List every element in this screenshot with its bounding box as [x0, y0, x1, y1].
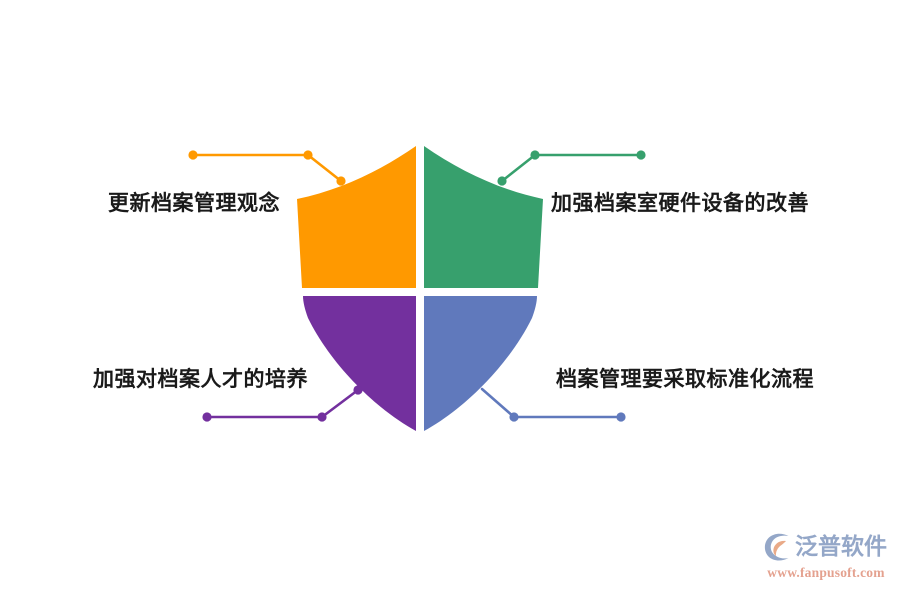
shield-quadrant-bottom-right[interactable]	[424, 296, 537, 431]
shield-quadrant-top-right[interactable]	[424, 146, 543, 288]
connector-dot-top-left-outer	[188, 150, 198, 160]
connector-dot-top-left-elbow	[303, 150, 313, 160]
label-bottom-right: 档案管理要采取标准化流程	[556, 368, 814, 391]
label-top-left: 更新档案管理观念	[108, 192, 280, 215]
connector-line-top-right	[500, 153, 643, 183]
connector-dot-top-right-outer	[636, 150, 646, 160]
connector-dot-bottom-left-inner	[353, 385, 363, 395]
label-top-right: 加强档案室硬件设备的改善	[551, 192, 809, 215]
connector-dot-bottom-left-elbow	[317, 412, 327, 422]
connector-line-bottom-right	[480, 387, 623, 419]
watermark-brand-row: 泛普软件	[762, 530, 890, 564]
connector-dot-bottom-left-outer	[202, 412, 212, 422]
connector-dot-top-left-inner	[336, 176, 346, 186]
connector-top-right	[497, 150, 646, 186]
shield-quadrant-top-left[interactable]	[297, 146, 416, 288]
connector-line-bottom-left	[205, 388, 360, 419]
logo-arc-shape	[764, 533, 789, 561]
watermark: 泛普软件 www.fanpusoft.com	[762, 530, 890, 588]
watermark-url-text: www.fanpusoft.com	[767, 565, 885, 580]
connector-bottom-left	[202, 385, 363, 422]
connector-dot-top-right-elbow	[530, 150, 540, 160]
connector-top-left	[188, 150, 346, 186]
connector-dot-bottom-right-outer	[616, 412, 626, 422]
fanpu-logo-icon	[762, 532, 792, 562]
label-bottom-left: 加强对档案人才的培养	[93, 368, 308, 391]
connector-bottom-right	[480, 387, 626, 422]
shield-quadrant-bottom-left[interactable]	[303, 296, 416, 431]
logo-swoosh-shape	[773, 540, 786, 556]
connector-dot-top-right-inner	[497, 176, 507, 186]
connector-dot-bottom-right-elbow	[509, 412, 519, 422]
watermark-brand-text: 泛普软件	[795, 534, 887, 560]
connector-line-top-left	[191, 153, 343, 183]
